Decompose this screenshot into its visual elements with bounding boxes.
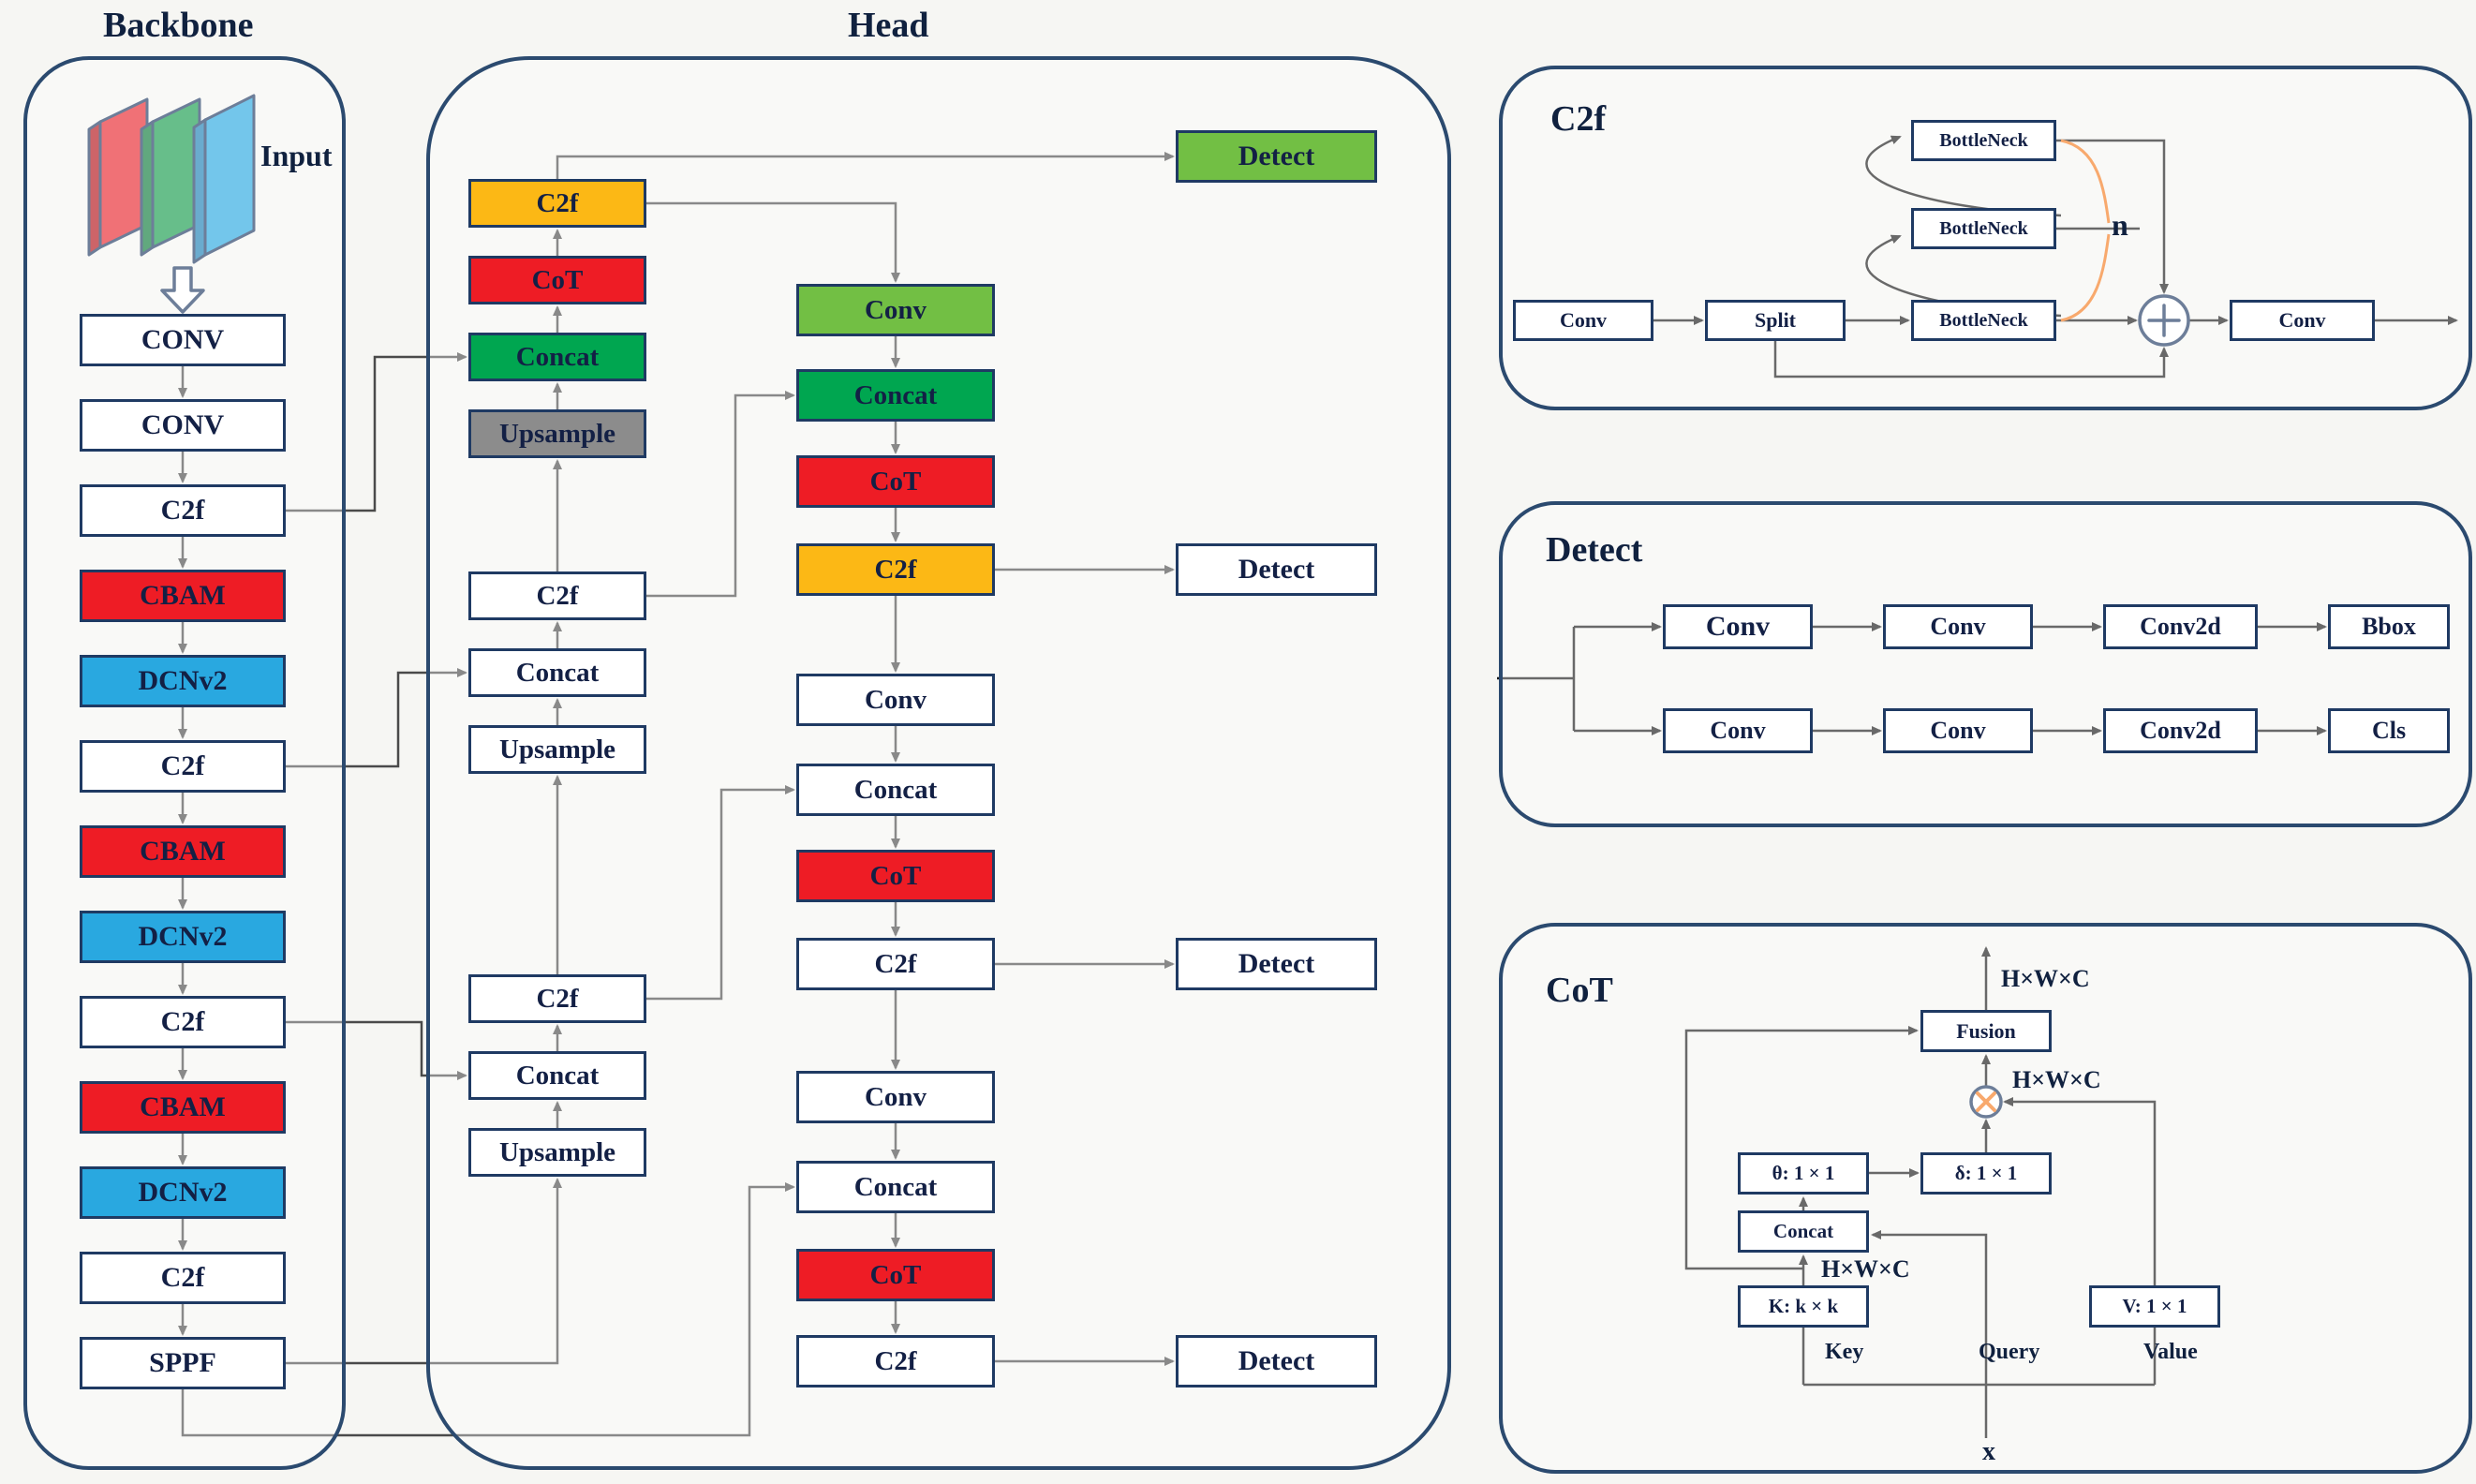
- cot-module-node-fusion: Fusion: [1920, 1010, 2052, 1052]
- backbone-node-conv: CONV: [80, 314, 286, 366]
- head-detect-box: Detect: [1176, 1335, 1377, 1388]
- c2f-module-node-bottleneck-bottom: BottleNeck: [1911, 300, 2056, 341]
- head-detect-box: Detect: [1176, 938, 1377, 990]
- connector-line: [646, 391, 795, 598]
- c2f-module-node-conv-out: Conv: [2230, 300, 2375, 341]
- connector-curve: [2060, 139, 2111, 224]
- detect-module-node-conv: Conv: [1883, 708, 2033, 753]
- cot-input-label: x: [1982, 1437, 1995, 1466]
- detect-module-node-conv: Conv: [1663, 604, 1813, 649]
- cot-module-node-theta: θ: 1 × 1: [1738, 1152, 1869, 1195]
- head-fpn-node-c2f: C2f: [468, 571, 646, 620]
- backbone-node-cbam: CBAM: [80, 570, 286, 622]
- head-fpn-node-concat: Concat: [468, 648, 646, 697]
- head-pan-node-conv: Conv: [796, 284, 995, 336]
- head-title: Head: [848, 6, 929, 45]
- cot-dim-key-label: H×W×C: [1821, 1255, 1910, 1283]
- cot-key-label: Key: [1825, 1340, 1864, 1364]
- backbone-node-c2f: C2f: [80, 1252, 286, 1304]
- cot-module-node-key-conv: K: k × k: [1738, 1285, 1869, 1328]
- backbone-node-dcnv2: DCNv2: [80, 911, 286, 963]
- head-pan-node-conv: Conv: [796, 1071, 995, 1123]
- connector-line: [286, 1178, 562, 1365]
- connector-line: [1871, 1230, 1988, 1438]
- head-fpn-node-upsample: Upsample: [468, 725, 646, 774]
- cot-module-title: CoT: [1546, 971, 1613, 1010]
- cot-dim-out-label: H×W×C: [2001, 965, 2090, 992]
- input-down-arrow-icon: [160, 266, 205, 314]
- backbone-node-dcnv2: DCNv2: [80, 655, 286, 707]
- connector-line: [2003, 1097, 2157, 1285]
- connector-line: [2056, 139, 2169, 294]
- head-pan-node-c2f: C2f: [796, 1335, 995, 1388]
- head-fpn-node-concat: Concat: [468, 333, 646, 381]
- backbone-node-cbam: CBAM: [80, 825, 286, 878]
- head-pan-node-concat: Concat: [796, 1161, 995, 1213]
- c2f-module-node-conv-in: Conv: [1513, 300, 1653, 341]
- head-pan-node-conv: Conv: [796, 674, 995, 726]
- detect-module-node-bbox: Bbox: [2328, 604, 2450, 649]
- detect-module-node-conv: Conv: [1883, 604, 2033, 649]
- connector-line: [556, 152, 1175, 179]
- head-pan-node-cot: CoT: [796, 850, 995, 902]
- detect-module-node-cls: Cls: [2328, 708, 2450, 753]
- detect-module-node-conv: Conv: [1663, 708, 1813, 753]
- connector-line: [286, 1020, 467, 1080]
- c2f-module-node-bottleneck-top: BottleNeck: [1911, 120, 2056, 161]
- cot-module-node-delta: δ: 1 × 1: [1920, 1152, 2052, 1195]
- backbone-node-c2f: C2f: [80, 484, 286, 537]
- connector-line: [646, 785, 795, 1001]
- input-blue-plate-icon: [203, 94, 256, 257]
- backbone-node-conv: CONV: [80, 399, 286, 452]
- head-detect-box: Detect: [1176, 130, 1377, 183]
- backbone-title: Backbone: [103, 6, 254, 45]
- symbol-stroke: [1976, 1091, 1996, 1112]
- backbone-node-c2f: C2f: [80, 996, 286, 1048]
- c2f-module-title: C2f: [1550, 99, 1607, 139]
- c2f-module-node-bottleneck-mid: BottleNeck: [1911, 208, 2056, 249]
- head-pan-node-c2f: C2f: [796, 543, 995, 596]
- c2f-module-node-split: Split: [1705, 300, 1846, 341]
- head-pan-node-concat: Concat: [796, 369, 995, 422]
- c2f-repeat-label: n: [2112, 208, 2128, 242]
- connector-curve: [2060, 233, 2111, 322]
- backbone-node-c2f: C2f: [80, 740, 286, 793]
- connector-line: [286, 352, 467, 512]
- head-fpn-node-c2f: C2f: [468, 974, 646, 1023]
- head-fpn-node-concat: Concat: [468, 1051, 646, 1100]
- head-pan-node-concat: Concat: [796, 764, 995, 816]
- connector-line: [1773, 341, 2169, 378]
- head-pan-node-c2f: C2f: [796, 938, 995, 990]
- cot-module-node-value-conv: V: 1 × 1: [2089, 1285, 2220, 1328]
- cot-module-panel: [1499, 923, 2472, 1474]
- head-fpn-node-cot: CoT: [468, 256, 646, 304]
- head-fpn-node-upsample: Upsample: [468, 1128, 646, 1177]
- connector-line: [1684, 1026, 1919, 1270]
- head-fpn-node-upsample: Upsample: [468, 409, 646, 458]
- head-fpn-node-c2f: C2f: [468, 179, 646, 228]
- head-detect-box: Detect: [1176, 543, 1377, 596]
- detect-module-node-conv2d: Conv2d: [2103, 604, 2258, 649]
- backbone-node-dcnv2: DCNv2: [80, 1166, 286, 1219]
- connector-line: [181, 1182, 795, 1437]
- detect-module-panel: [1499, 501, 2472, 827]
- cot-dim-mul-label: H×W×C: [2012, 1066, 2101, 1093]
- head-pan-node-cot: CoT: [796, 455, 995, 508]
- cot-module-node-concat: Concat: [1738, 1210, 1869, 1253]
- head-pan-node-cot: CoT: [796, 1249, 995, 1301]
- detect-module-title: Detect: [1546, 530, 1643, 570]
- backbone-node-sppf: SPPF: [80, 1337, 286, 1389]
- backbone-node-cbam: CBAM: [80, 1081, 286, 1134]
- input-label: Input: [260, 139, 333, 172]
- connector-line: [646, 201, 900, 283]
- cot-value-label: Value: [2143, 1340, 2198, 1364]
- detect-module-node-conv2d: Conv2d: [2103, 708, 2258, 753]
- cot-query-label: Query: [1979, 1340, 2040, 1364]
